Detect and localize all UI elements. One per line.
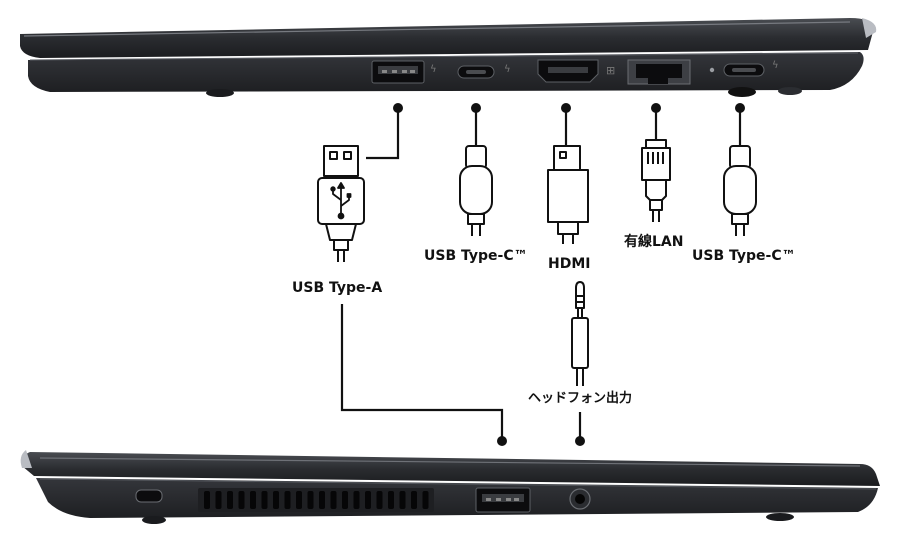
- vent-slot: [342, 491, 348, 509]
- headphone-label: ヘッドフォン出力: [528, 390, 632, 406]
- usb-a-label: USB Type-A: [292, 280, 382, 296]
- leader-lines-bottom: [340, 304, 582, 440]
- laptop-left-side: [20, 450, 880, 524]
- vent-slot: [319, 491, 325, 509]
- usb-c-plug-icon: [723, 145, 757, 236]
- vent-slot: [353, 491, 360, 509]
- usb-a-plug-icon: [317, 145, 365, 262]
- hdmi-label: HDMI: [548, 256, 590, 272]
- vent-slot: [250, 491, 256, 509]
- usb-a-port: [371, 60, 425, 84]
- lightning-bolt-icon: ϟ: [504, 64, 511, 75]
- lightning-bolt-icon: ϟ: [772, 60, 779, 71]
- leader-lines: [366, 108, 742, 160]
- security-lock-slot: [135, 489, 163, 503]
- vent-slot: [388, 491, 394, 509]
- vent-slot: [365, 491, 371, 509]
- headphone-port: [569, 488, 591, 510]
- usb-c-1-label: USB Type-C™: [424, 248, 528, 264]
- usb-c-2-label: USB Type-C™: [692, 248, 796, 264]
- rj45-plug-icon: [641, 139, 671, 222]
- leader-dots-bottom: [497, 436, 585, 446]
- vent-grille: [198, 488, 434, 512]
- usb-c-port-1: [457, 65, 495, 79]
- vent-slot: [330, 491, 337, 509]
- headphone-jack-icon: [571, 281, 589, 386]
- vent-slot: [273, 491, 279, 509]
- vent-slot: [238, 491, 245, 509]
- hdmi-port: [537, 59, 599, 83]
- lan-label: 有線LAN: [624, 233, 683, 250]
- usb-trident-icon: [330, 182, 352, 220]
- vent-slot: [215, 491, 222, 509]
- leader-dots: [393, 103, 745, 113]
- indicator-led: [709, 67, 715, 73]
- hdmi-plug-icon: [547, 145, 589, 244]
- usb-a-port: [475, 487, 531, 513]
- vent-slot: [422, 491, 429, 509]
- vent-slot: [284, 491, 291, 509]
- vent-slot: [261, 491, 268, 509]
- usb-c-plug-icon: [459, 145, 493, 236]
- vent-slot: [204, 491, 210, 509]
- vent-slot: [307, 491, 314, 509]
- lan-port: [627, 59, 691, 85]
- usb-c-port-2: [723, 63, 765, 77]
- vent-slot: [411, 491, 417, 509]
- vent-slot: [227, 491, 233, 509]
- lightning-bolt-icon: ϟ: [430, 64, 437, 75]
- vent-slot: [296, 491, 302, 509]
- network-icon: ⊞: [606, 64, 615, 77]
- laptop-right-side: ϟ ϟ ⊞ ϟ: [20, 18, 877, 97]
- laptop-lid: [20, 18, 874, 58]
- vent-slot: [399, 491, 406, 509]
- vent-slot: [376, 491, 383, 509]
